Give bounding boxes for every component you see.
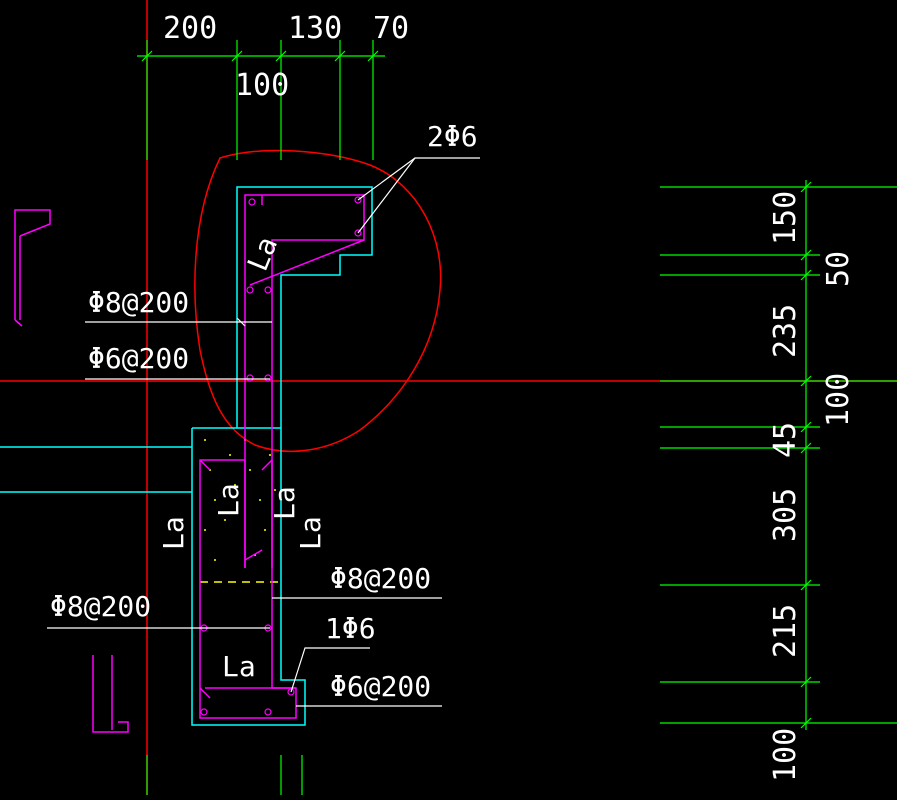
label-upper-phi6-200: Φ6@200	[88, 342, 189, 375]
top-dim-130: 130	[288, 11, 342, 46]
right-dim-150: 150	[768, 191, 803, 245]
rebar-dots	[200, 196, 362, 716]
top-dimensions	[137, 40, 385, 160]
rebar	[199, 194, 365, 719]
rebar-dot	[354, 229, 362, 237]
upper-anchor-diag	[249, 239, 365, 286]
rebar-dot	[200, 708, 208, 716]
label-lower-phi8-200-left: Φ8@200	[50, 590, 151, 623]
rebar-dot	[287, 688, 295, 696]
la-right-1: La	[268, 486, 301, 520]
label-upper-phi8-200: Φ8@200	[88, 286, 189, 319]
label-lower-phi8-200-right: Φ8@200	[330, 562, 431, 595]
leader-1phi6	[290, 647, 370, 693]
rebar-dot	[246, 286, 254, 294]
label-lower-phi6-200: Φ6@200	[330, 670, 431, 703]
rebar-dot	[264, 286, 272, 294]
la-bottom: La	[222, 650, 256, 683]
detail-symbols	[14, 209, 129, 733]
la-center: La	[212, 483, 245, 517]
right-dim-235: 235	[768, 304, 803, 358]
leader-2phi6	[357, 157, 480, 201]
label-2phi6: 2Φ6	[427, 120, 478, 153]
right-dim-305: 305	[768, 488, 803, 542]
right-dim-50: 50	[821, 251, 856, 287]
lower-section-outline	[191, 428, 306, 726]
la-left: La	[157, 516, 190, 550]
rebar-dot	[246, 374, 254, 382]
revision-cloud	[194, 149, 442, 453]
concrete-outline	[0, 186, 373, 726]
bottom-extension-lines	[146, 755, 303, 795]
rebar-dot	[354, 196, 362, 204]
right-dim-215: 215	[768, 604, 803, 658]
right-dim-45: 45	[768, 422, 803, 458]
upper-stirrup	[244, 194, 365, 568]
right-dim-100-lower: 100	[768, 728, 803, 782]
la-right-2: La	[294, 516, 327, 550]
top-dim-100: 100	[235, 68, 289, 103]
right-dimensions	[660, 180, 897, 730]
upper-section-outline	[236, 186, 373, 428]
rebar-dot	[248, 198, 256, 206]
rebar-dot	[264, 374, 272, 382]
hook-symbol-top	[14, 209, 51, 320]
right-dim-100-upper: 100	[821, 373, 856, 427]
top-dim-70: 70	[373, 11, 409, 46]
lower-hook-left	[199, 687, 211, 699]
rebar-dot	[264, 708, 272, 716]
la-upper-diag: La	[241, 232, 284, 276]
top-dim-200: 200	[163, 11, 217, 46]
label-1phi6: 1Φ6	[325, 612, 376, 645]
hook-symbol-bottom	[92, 655, 129, 733]
leader-lines	[47, 157, 480, 707]
